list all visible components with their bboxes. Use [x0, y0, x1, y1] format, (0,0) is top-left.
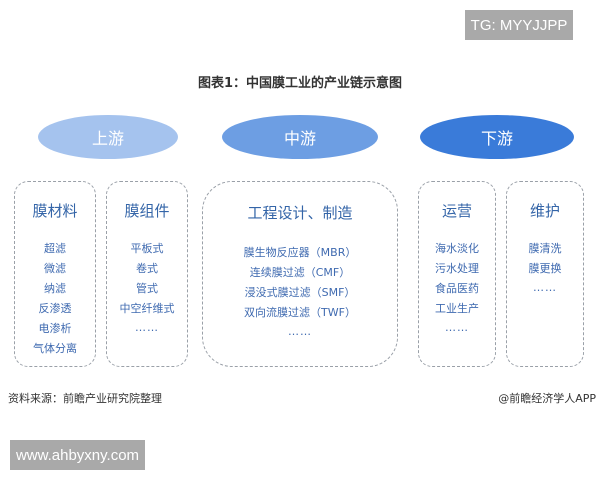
list-item: 工业生产	[435, 302, 479, 315]
more-ellipsis: ……	[288, 325, 312, 338]
list-item: 膜清洗	[528, 242, 562, 255]
list-item: 超滤	[44, 242, 66, 255]
box-heading: 运营	[441, 202, 472, 220]
item-list: 膜清洗 膜更换 ……	[507, 239, 583, 297]
stage-downstream: 下游	[420, 115, 574, 159]
tg-watermark: TG: MYYJJPP	[465, 10, 573, 40]
item-list: 超滤 微滤 纳滤 反渗透 电渗析 气体分离	[15, 239, 95, 359]
list-item: 气体分离	[33, 342, 77, 355]
list-item: 中空纤维式	[119, 302, 175, 315]
list-item: 食品医药	[435, 282, 479, 295]
url-watermark: www.ahbyxny.com	[10, 440, 145, 470]
list-item: 海水淡化	[435, 242, 479, 255]
box-engineering: 工程设计、制造 膜生物反应器（MBR） 连续膜过滤（CMF） 浸没式膜过滤（SM…	[202, 181, 398, 367]
item-list: 海水淡化 污水处理 食品医药 工业生产 ……	[419, 239, 495, 337]
stage-upstream: 上游	[38, 115, 178, 159]
box-membrane-materials: 膜材料 超滤 微滤 纳滤 反渗透 电渗析 气体分离	[14, 181, 96, 367]
box-heading: 膜材料	[32, 202, 78, 220]
list-item: 反渗透	[38, 302, 72, 315]
more-ellipsis: ……	[533, 281, 557, 294]
box-heading: 膜组件	[124, 202, 170, 220]
more-ellipsis: ……	[135, 321, 159, 334]
list-item: 卷式	[136, 262, 158, 275]
stage-midstream: 中游	[222, 115, 378, 159]
box-operations: 运营 海水淡化 污水处理 食品医药 工业生产 ……	[418, 181, 496, 367]
list-item: 膜生物反应器（MBR）	[243, 246, 357, 259]
list-item: 平板式	[130, 242, 164, 255]
source-note: 资料来源：前瞻产业研究院整理	[8, 392, 162, 405]
box-heading: 工程设计、制造	[247, 204, 353, 222]
list-item: 双向流膜过滤（TWF）	[244, 306, 356, 319]
box-maintenance: 维护 膜清洗 膜更换 ……	[506, 181, 584, 367]
list-item: 电渗析	[38, 322, 72, 335]
box-membrane-modules: 膜组件 平板式 卷式 管式 中空纤维式 ……	[106, 181, 188, 367]
list-item: 膜更换	[528, 262, 562, 275]
stage-downstream-label: 下游	[480, 129, 513, 148]
list-item: 管式	[136, 282, 158, 295]
credit-note: @前瞻经济学人APP	[498, 392, 596, 405]
item-list: 平板式 卷式 管式 中空纤维式 ……	[107, 239, 187, 337]
list-item: 纳滤	[44, 282, 66, 295]
more-ellipsis: ……	[445, 321, 469, 334]
stage-midstream-label: 中游	[283, 129, 316, 148]
list-item: 微滤	[44, 262, 66, 275]
list-item: 连续膜过滤（CMF）	[249, 266, 351, 279]
list-item: 浸没式膜过滤（SMF）	[244, 286, 356, 299]
stage-upstream-label: 上游	[91, 129, 124, 148]
box-heading: 维护	[529, 202, 560, 220]
item-list: 膜生物反应器（MBR） 连续膜过滤（CMF） 浸没式膜过滤（SMF） 双向流膜过…	[203, 243, 397, 341]
list-item: 污水处理	[435, 262, 479, 275]
chart-title: 图表1：中国膜工业的产业链示意图	[197, 76, 403, 91]
